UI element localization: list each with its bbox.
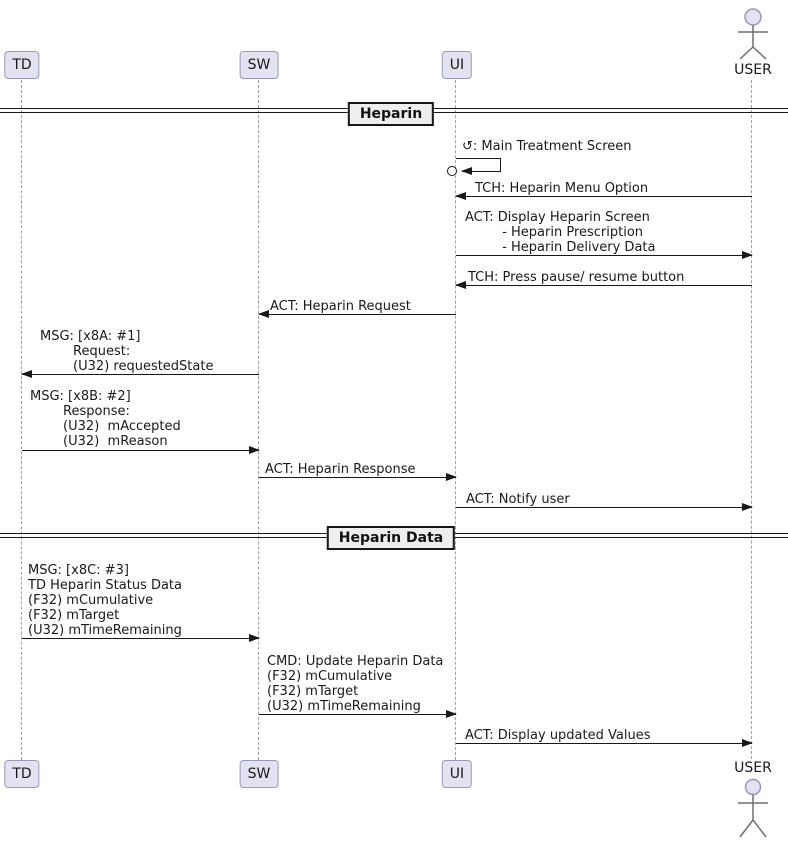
self-message-line-top bbox=[456, 158, 501, 160]
arrowhead-left bbox=[455, 192, 466, 200]
message-arrow bbox=[455, 192, 752, 200]
divider-heparin: Heparin bbox=[347, 102, 435, 126]
message-arrow bbox=[259, 710, 457, 718]
lifeline-user bbox=[751, 80, 752, 759]
arrowhead-right bbox=[446, 710, 457, 718]
message-arrow bbox=[455, 281, 752, 289]
participant-sw-top: SW bbox=[239, 51, 279, 79]
participant-user-bottom: USER bbox=[734, 760, 772, 776]
message-arrow bbox=[456, 739, 753, 747]
self-message-line-bottom bbox=[461, 167, 501, 175]
user-actor-icon bbox=[738, 8, 768, 60]
arrowhead-right bbox=[249, 446, 260, 454]
message-arrow bbox=[456, 503, 753, 511]
message-arrow bbox=[22, 446, 260, 454]
message-label-main-treatment-screen: ↺: Main Treatment Screen bbox=[462, 139, 632, 154]
participant-ui-top: UI bbox=[441, 51, 473, 79]
arrowhead-right bbox=[742, 739, 753, 747]
message-arrow bbox=[21, 370, 259, 378]
message-label-heparin-menu-option: TCH: Heparin Menu Option bbox=[475, 181, 649, 196]
arrowhead-right bbox=[446, 473, 457, 481]
message-label-display-updated-values: ACT: Display updated Values bbox=[465, 728, 651, 743]
message-arrow bbox=[456, 251, 753, 259]
participant-td-top: TD bbox=[4, 51, 40, 79]
lifeline-sw bbox=[258, 80, 259, 760]
arrowhead-left bbox=[21, 370, 32, 378]
participant-td-bottom: TD bbox=[4, 760, 40, 788]
lifeline-ui bbox=[455, 80, 456, 760]
message-label-msg-x8a: MSG: [x8A: #1] Request: (U32) requestedS… bbox=[40, 329, 214, 374]
self-message-line-side bbox=[500, 158, 502, 172]
arrowhead-left bbox=[258, 310, 269, 318]
participant-sw-bottom: SW bbox=[239, 760, 279, 788]
divider-heparin-data: Heparin Data bbox=[326, 526, 456, 550]
user-actor-icon-bottom bbox=[738, 778, 768, 838]
arrowhead-right bbox=[249, 634, 260, 642]
message-label-heparin-response: ACT: Heparin Response bbox=[265, 462, 416, 477]
arrowhead-left bbox=[455, 281, 466, 289]
message-arrow bbox=[22, 634, 260, 642]
participant-user-top: USER bbox=[734, 62, 772, 78]
arrowhead-left bbox=[461, 167, 472, 175]
lifeline-td bbox=[21, 80, 22, 760]
self-message-circle-end bbox=[447, 166, 457, 176]
message-label-notify-user: ACT: Notify user bbox=[466, 492, 570, 507]
arrowhead-right bbox=[742, 503, 753, 511]
message-label-cmd-update-heparin-data: CMD: Update Heparin Data (F32) mCumulati… bbox=[267, 654, 444, 714]
message-label-msg-x8b: MSG: [x8B: #2] Response: (U32) mAccepted… bbox=[30, 389, 181, 449]
message-label-heparin-request: ACT: Heparin Request bbox=[270, 299, 411, 314]
participant-ui-bottom: UI bbox=[441, 760, 473, 788]
arrowhead-right bbox=[742, 251, 753, 259]
message-label-msg-x8c: MSG: [x8C: #3] TD Heparin Status Data (F… bbox=[28, 563, 183, 638]
message-arrow bbox=[259, 473, 457, 481]
message-label-display-heparin-screen: ACT: Display Heparin Screen - Heparin Pr… bbox=[465, 210, 656, 255]
message-label-press-pause-resume: TCH: Press pause/ resume button bbox=[468, 270, 685, 285]
message-arrow bbox=[258, 310, 456, 318]
